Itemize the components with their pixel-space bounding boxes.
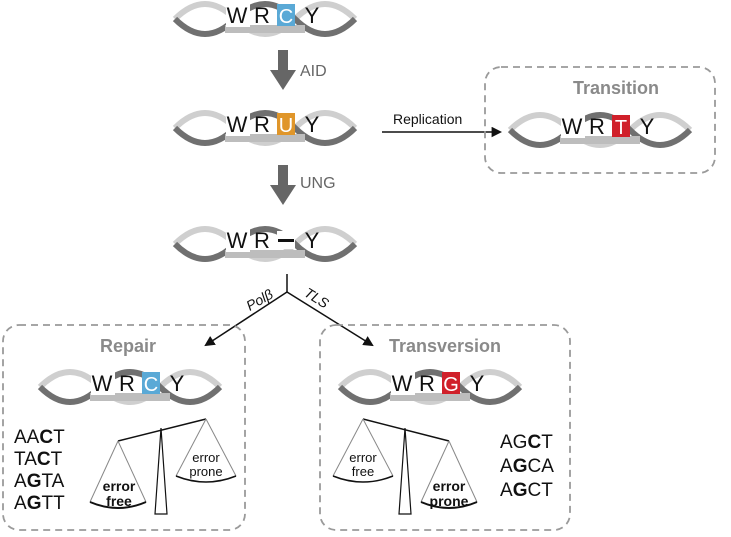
dna-transversion-wrgy: W R G Y <box>340 371 520 402</box>
aid-arrow: AID <box>270 50 327 90</box>
motif-y: Y <box>640 114 655 139</box>
dna-repair-wrcy: W R C Y <box>40 371 220 402</box>
motif-r: R <box>254 3 270 28</box>
repair-panel: Repair W R C Y AACT TACT AGTA AGTT erro <box>2 324 246 531</box>
balance-scale-icon: error free error prone <box>89 418 237 515</box>
motif-r: R <box>254 228 270 253</box>
motif-list-item: AGCT <box>500 480 553 501</box>
motif-w: W <box>92 371 113 396</box>
light-pan-label: free <box>352 464 374 479</box>
light-pan-label: prone <box>189 464 222 479</box>
branch-arrows: Polβ TLS <box>204 274 374 347</box>
dna-abasic: W R Y <box>175 228 355 259</box>
motif-list-item: AACT <box>14 427 65 448</box>
motif-list-item: AGCA <box>500 456 554 477</box>
motif-base-t: T <box>615 117 627 139</box>
base-highlight <box>442 372 460 394</box>
motif-w: W <box>392 371 413 396</box>
aid-label: AID <box>300 63 327 80</box>
repair-title: Repair <box>100 336 156 356</box>
motif-list-item: AGTA <box>14 471 65 492</box>
motif-w: W <box>227 3 248 28</box>
motif-base-u: U <box>279 115 293 137</box>
motif-base-c: C <box>144 374 158 396</box>
light-pan-label: error <box>192 450 220 465</box>
motif-w: W <box>562 114 583 139</box>
ung-arrow: UNG <box>270 165 336 205</box>
heavy-pan-label: error <box>433 478 466 494</box>
light-pan-label: error <box>349 450 377 465</box>
motif-w: W <box>227 228 248 253</box>
base-highlight <box>612 115 630 137</box>
motif-r: R <box>119 371 135 396</box>
motif-base-g: G <box>443 374 459 396</box>
heavy-pan-label: prone <box>430 493 469 509</box>
motif-list-item: AGCT <box>500 432 553 453</box>
dna-wrty: W R T Y <box>510 114 690 145</box>
heavy-pan-label: error <box>103 478 136 494</box>
motif-y: Y <box>170 371 185 396</box>
repair-motif-list: AACT TACT AGTA AGTT <box>14 427 65 514</box>
motif-base-c: C <box>279 6 293 28</box>
heavy-pan-label: free <box>106 493 132 509</box>
motif-y: Y <box>305 3 320 28</box>
balance-scale-icon: error free error prone <box>332 418 478 515</box>
replication-label: Replication <box>393 111 462 127</box>
base-highlight <box>277 4 295 26</box>
replication-arrow: Replication <box>382 111 503 138</box>
motif-r: R <box>589 114 605 139</box>
motif-list-item: TACT <box>14 449 63 470</box>
tls-label: TLS <box>302 284 333 312</box>
abasic-gap-icon <box>278 239 294 242</box>
base-highlight <box>277 113 295 135</box>
dna-wruy: W R U Y <box>175 112 355 143</box>
motif-y: Y <box>470 371 485 396</box>
motif-y: Y <box>305 112 320 137</box>
motif-list-item: AGTT <box>14 493 65 514</box>
ung-label: UNG <box>300 175 336 192</box>
motif-y: Y <box>305 228 320 253</box>
motif-w: W <box>227 112 248 137</box>
base-highlight <box>142 372 160 394</box>
transversion-motif-list: AGCT AGCA AGCT <box>500 432 554 501</box>
dna-wrcy-top: W R C Y <box>175 3 355 34</box>
transversion-panel: Transversion W R G Y error free error pr… <box>319 324 571 531</box>
motif-r: R <box>254 112 270 137</box>
motif-r: R <box>419 371 435 396</box>
transversion-title: Transversion <box>389 336 501 356</box>
transition-title: Transition <box>573 78 659 98</box>
transition-panel: Transition W R T Y <box>484 66 716 174</box>
